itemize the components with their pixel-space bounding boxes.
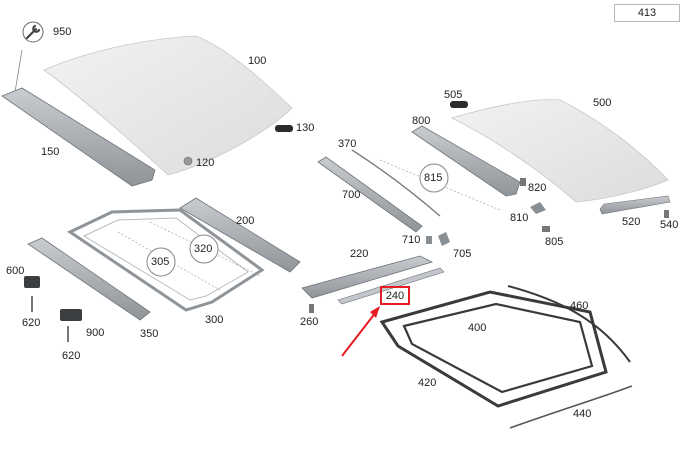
callout-710[interactable]: 710 <box>402 234 421 246</box>
callout-815[interactable]: 815 <box>424 172 443 184</box>
callout-900[interactable]: 900 <box>86 327 105 339</box>
callout-620-a[interactable]: 620 <box>22 317 41 329</box>
part-400-inner-seal <box>402 302 594 394</box>
callout-620-b[interactable]: 620 <box>62 350 81 362</box>
part-130 <box>275 125 293 132</box>
callout-350[interactable]: 350 <box>140 328 159 340</box>
page-number-box: 413 <box>614 4 680 22</box>
part-220-front-bar <box>301 255 434 299</box>
leader-305 <box>117 231 221 291</box>
part-420-outer-seal <box>379 290 608 408</box>
callout-540[interactable]: 540 <box>660 219 679 231</box>
part-305-label-circle <box>146 247 176 277</box>
callout-440[interactable]: 440 <box>573 408 592 420</box>
part-320-label-circle <box>189 234 219 264</box>
callout-810[interactable]: 810 <box>510 212 529 224</box>
part-815-label-circle <box>419 163 449 193</box>
part-600-motor <box>24 276 40 288</box>
part-150-trim-panel <box>1 87 156 187</box>
highlight-arrow <box>341 306 380 357</box>
part-120 <box>183 156 193 166</box>
part-810 <box>530 202 546 214</box>
callout-820[interactable]: 820 <box>528 182 547 194</box>
leader-950 <box>14 49 23 93</box>
callout-305[interactable]: 305 <box>151 256 170 268</box>
callout-520[interactable]: 520 <box>622 216 641 228</box>
callout-300[interactable]: 300 <box>205 314 224 326</box>
part-440-seal <box>509 385 633 429</box>
part-700-guide-rail <box>317 156 423 233</box>
callout-150[interactable]: 150 <box>41 146 60 158</box>
callout-400[interactable]: 400 <box>468 322 487 334</box>
callout-700[interactable]: 700 <box>342 189 361 201</box>
highlighted-part-label: 240 <box>385 290 405 302</box>
part-200-frame-rail <box>179 197 301 273</box>
part-500-rear-panel <box>450 99 669 203</box>
callout-505[interactable]: 505 <box>444 89 463 101</box>
callout-500[interactable]: 500 <box>593 97 612 109</box>
part-350-side-rail <box>27 237 151 321</box>
part-300-main-frame <box>66 208 265 312</box>
callout-805[interactable]: 805 <box>545 236 564 248</box>
callout-320[interactable]: 320 <box>194 243 213 255</box>
callout-600[interactable]: 600 <box>6 265 25 277</box>
callout-950[interactable]: 950 <box>53 26 72 38</box>
part-520-trim <box>599 195 671 215</box>
callout-370[interactable]: 370 <box>338 138 357 150</box>
wrench-icon <box>22 21 44 43</box>
part-540 <box>664 210 669 218</box>
callout-460[interactable]: 460 <box>570 300 589 312</box>
part-805 <box>542 226 550 232</box>
callout-100[interactable]: 100 <box>248 55 267 67</box>
callout-260[interactable]: 260 <box>300 316 319 328</box>
highlight-box-240[interactable]: 240 <box>380 286 410 305</box>
callout-800[interactable]: 800 <box>412 115 431 127</box>
part-505 <box>450 101 468 108</box>
callout-200[interactable]: 200 <box>236 215 255 227</box>
part-370-cable <box>351 149 441 217</box>
part-820 <box>520 178 526 186</box>
callout-705[interactable]: 705 <box>453 248 472 260</box>
callout-420[interactable]: 420 <box>418 377 437 389</box>
callout-120[interactable]: 120 <box>196 157 215 169</box>
part-260 <box>309 304 314 313</box>
callout-220[interactable]: 220 <box>350 248 369 260</box>
part-460-seal <box>507 285 631 363</box>
part-800-rear-bar <box>411 125 521 197</box>
part-900 <box>60 309 82 321</box>
callout-130[interactable]: 130 <box>296 122 315 134</box>
part-100-roof-panel <box>43 35 293 176</box>
part-705 <box>438 232 450 246</box>
part-300-inner-frame <box>82 217 249 301</box>
part-710 <box>426 236 432 244</box>
